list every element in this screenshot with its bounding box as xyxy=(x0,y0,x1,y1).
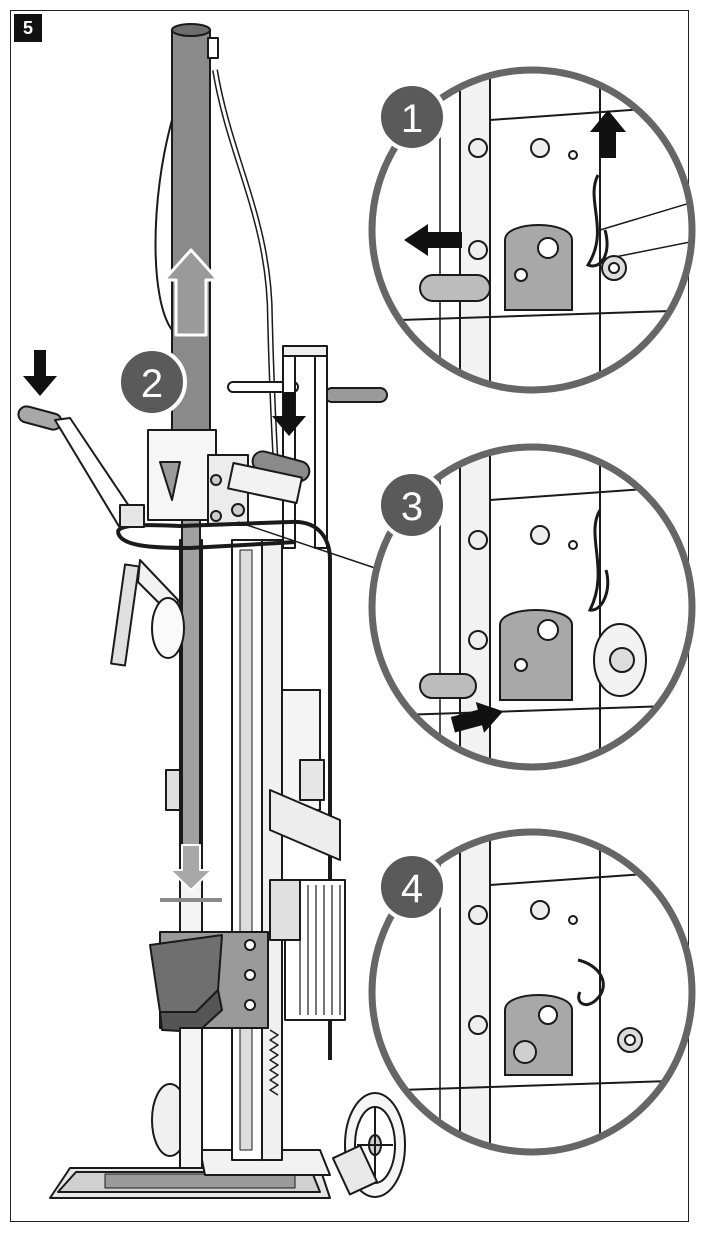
step-badge-1: 1 xyxy=(377,82,447,152)
arrow-down-right-handle xyxy=(272,392,306,436)
splitting-wedge xyxy=(149,931,269,1033)
step-label-2: 2 xyxy=(141,362,163,406)
wheel-front xyxy=(331,1092,406,1198)
step-label-1: 1 xyxy=(401,97,423,141)
arrow-right-pin xyxy=(450,702,504,733)
arrow-up-gray xyxy=(162,248,220,337)
step-badge-4: 4 xyxy=(377,852,447,922)
return-spring xyxy=(269,1029,279,1096)
arrow-down-gray xyxy=(169,844,213,891)
arrow-down-left-handle xyxy=(23,350,57,396)
step-label-3: 3 xyxy=(401,485,423,529)
detail-leader-line xyxy=(237,521,376,569)
step-label-4: 4 xyxy=(401,867,423,911)
motor-assembly xyxy=(269,689,346,1021)
right-control-lever xyxy=(227,345,388,549)
head-block xyxy=(147,429,249,526)
step-badge-3: 3 xyxy=(377,470,447,540)
left-control-handle xyxy=(17,405,185,667)
detail-circle-1 xyxy=(368,66,696,394)
arrow-up-pin xyxy=(590,110,626,158)
figure-number-badge: 5 xyxy=(14,14,42,42)
arrow-left-pin xyxy=(404,224,462,256)
detail-circle-3 xyxy=(368,443,696,771)
step-badge-2: 2 xyxy=(117,347,187,417)
